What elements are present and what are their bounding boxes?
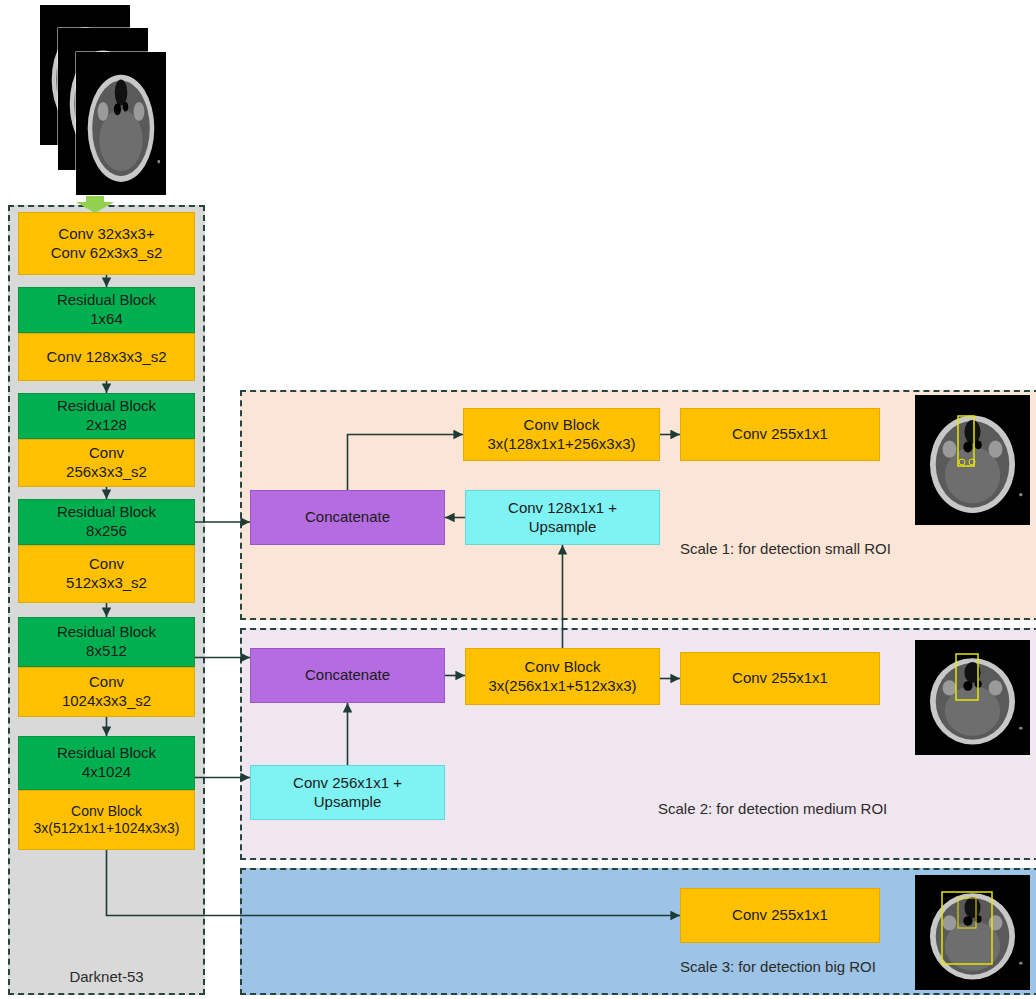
box-label: Conv Block 3x(256x1x1+512x3x3) bbox=[488, 658, 638, 696]
box-label: Concatenate bbox=[305, 508, 390, 527]
box-label: Conv 255x1x1 bbox=[732, 425, 828, 444]
box-label: Residual Block 4x1024 bbox=[56, 744, 157, 782]
ct-slice bbox=[915, 395, 1030, 525]
residual-block: Residual Block 8x256 bbox=[18, 499, 195, 545]
conv-layer: Conv 256x3x3_s2 bbox=[18, 439, 195, 487]
flow-arrow bbox=[195, 521, 250, 523]
flow-arrow bbox=[106, 603, 108, 617]
flow-arrow bbox=[106, 275, 108, 287]
input-ct-stack bbox=[40, 5, 166, 195]
roi-box bbox=[956, 654, 978, 700]
conv-block: Conv Block 3x(256x1x1+512x3x3) bbox=[465, 648, 660, 705]
box-label: Conv 32x3x3+ Conv 62x3x3_s2 bbox=[50, 225, 163, 263]
flow-arrow bbox=[106, 487, 108, 499]
ct-frame bbox=[76, 52, 166, 195]
output-conv: Conv 255x1x1 bbox=[680, 888, 880, 943]
roi-box bbox=[942, 892, 992, 964]
output-conv: Conv 255x1x1 bbox=[680, 652, 880, 705]
ct-slice bbox=[915, 875, 1030, 990]
panel-title-holder: Scale 3: for detection big ROI bbox=[680, 958, 876, 977]
box-label: Conv Block 3x(128x1x1+256x3x3) bbox=[487, 416, 637, 454]
upsample-box: Conv 256x1x1 + Upsample bbox=[250, 765, 445, 820]
result-big bbox=[915, 875, 1030, 990]
residual-block: Residual Block 8x512 bbox=[18, 617, 195, 667]
roi-box bbox=[958, 416, 974, 466]
panel-title: Scale 1: for detection small ROI bbox=[680, 540, 891, 559]
conv-block: Conv Block 3x(128x1x1+256x3x3) bbox=[463, 408, 660, 461]
panel-title: Scale 2: for detection medium ROI bbox=[658, 800, 887, 819]
flow-arrow bbox=[562, 545, 564, 648]
ct-slice bbox=[915, 640, 1030, 755]
box-label: Residual Block 8x256 bbox=[56, 503, 157, 541]
result-medium bbox=[915, 640, 1030, 755]
box-label: Conv 256x1x1 + Upsample bbox=[293, 774, 403, 812]
conv-block: Conv Block 3x(512x1x1+1024x3x3) bbox=[18, 790, 195, 850]
panel-title-holder: Scale 2: for detection medium ROI bbox=[658, 800, 887, 819]
box-label: Residual Block 8x512 bbox=[56, 623, 157, 661]
panel-title: Scale 3: for detection big ROI bbox=[680, 958, 876, 977]
residual-block: Residual Block 2x128 bbox=[18, 393, 195, 439]
upsample-box: Conv 128x1x1 + Upsample bbox=[465, 490, 660, 545]
flow-arrow bbox=[195, 777, 250, 779]
box-label: Conv 128x3x3_s2 bbox=[46, 348, 166, 367]
residual-block: Residual Block 4x1024 bbox=[18, 736, 195, 790]
box-label: Conv Block 3x(512x1x1+1024x3x3) bbox=[33, 803, 180, 838]
roi-mark bbox=[969, 459, 975, 465]
ct-slice bbox=[76, 52, 166, 195]
panel-title-holder: Scale 1: for detection small ROI bbox=[680, 540, 891, 559]
box-label: Concatenate bbox=[305, 666, 390, 685]
flow-arrow bbox=[660, 434, 680, 436]
box-label: Conv 255x1x1 bbox=[732, 669, 828, 688]
conv-layer: Conv 32x3x3+ Conv 62x3x3_s2 bbox=[18, 212, 195, 275]
roi-box bbox=[958, 898, 976, 928]
flow-arrow bbox=[106, 717, 108, 736]
box-label: Residual Block 2x128 bbox=[56, 397, 157, 435]
panel-title-holder: Darknet-53 bbox=[8, 968, 205, 987]
output-conv: Conv 255x1x1 bbox=[680, 408, 880, 461]
flow-arrow bbox=[660, 678, 680, 680]
flow-arrow bbox=[347, 703, 349, 765]
residual-block: Residual Block 1x64 bbox=[18, 287, 195, 333]
flow-arrow bbox=[195, 657, 250, 659]
conv-layer: Conv 128x3x3_s2 bbox=[18, 333, 195, 381]
concat-box: Concatenate bbox=[250, 490, 445, 545]
conv-layer: Conv 1024x3x3_s2 bbox=[18, 667, 195, 717]
box-label: Conv 1024x3x3_s2 bbox=[61, 673, 152, 711]
box-label: Conv 256x3x3_s2 bbox=[66, 444, 148, 482]
flow-arrow bbox=[445, 517, 465, 519]
roi-mark bbox=[959, 459, 965, 465]
flow-arrow bbox=[106, 381, 108, 393]
box-label: Conv 512x3x3_s2 bbox=[66, 555, 148, 593]
concat-box: Concatenate bbox=[250, 648, 445, 703]
flow-arrow bbox=[445, 675, 465, 677]
box-label: Conv 255x1x1 bbox=[732, 906, 828, 925]
conv-layer: Conv 512x3x3_s2 bbox=[18, 545, 195, 603]
result-small bbox=[915, 395, 1030, 525]
panel-title: Darknet-53 bbox=[69, 968, 143, 987]
box-label: Residual Block 1x64 bbox=[56, 291, 157, 329]
box-label: Conv 128x1x1 + Upsample bbox=[508, 499, 618, 537]
